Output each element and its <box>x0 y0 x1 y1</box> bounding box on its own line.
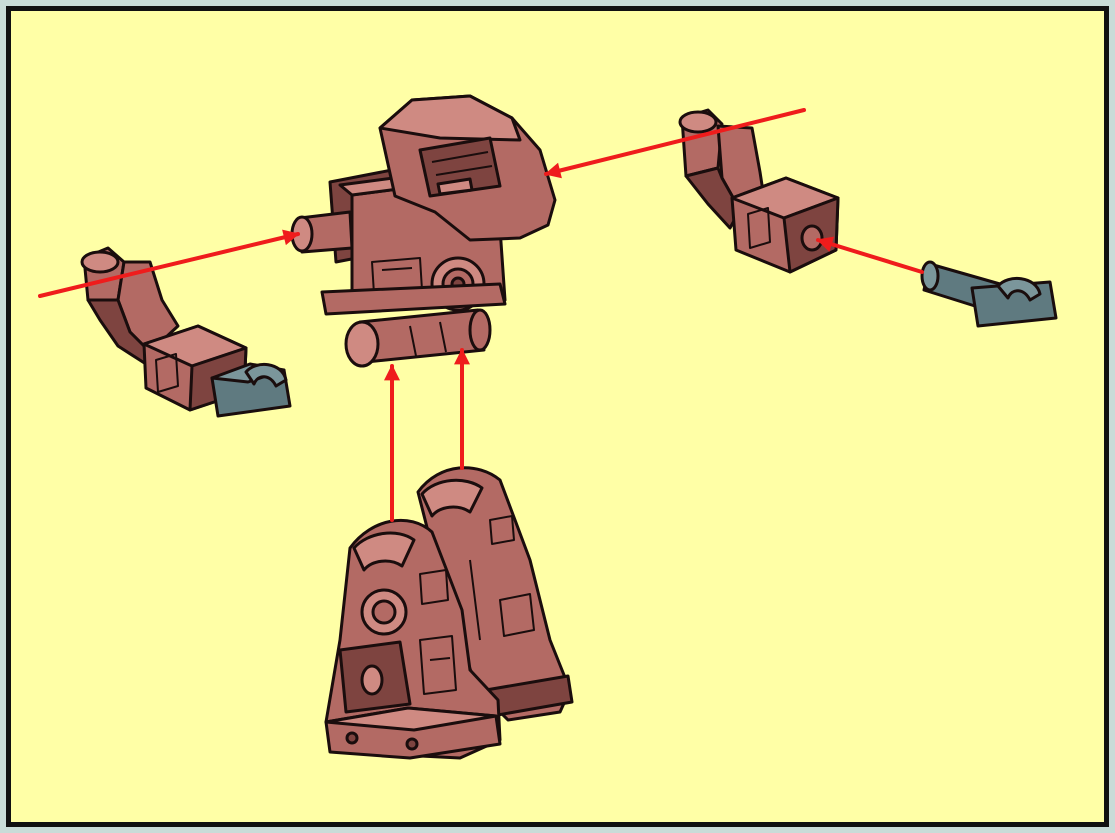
arrow-right-hand-to-arm <box>818 240 922 272</box>
assembly-diagram <box>11 11 1104 822</box>
assembly-diagram-panel <box>6 6 1109 827</box>
right-hand-part <box>922 262 1056 326</box>
legs-part <box>326 468 572 758</box>
arrow-left-arm-to-torso <box>40 234 298 296</box>
torso-head-part <box>292 96 555 366</box>
arrow-right-arm-to-head <box>546 110 804 174</box>
